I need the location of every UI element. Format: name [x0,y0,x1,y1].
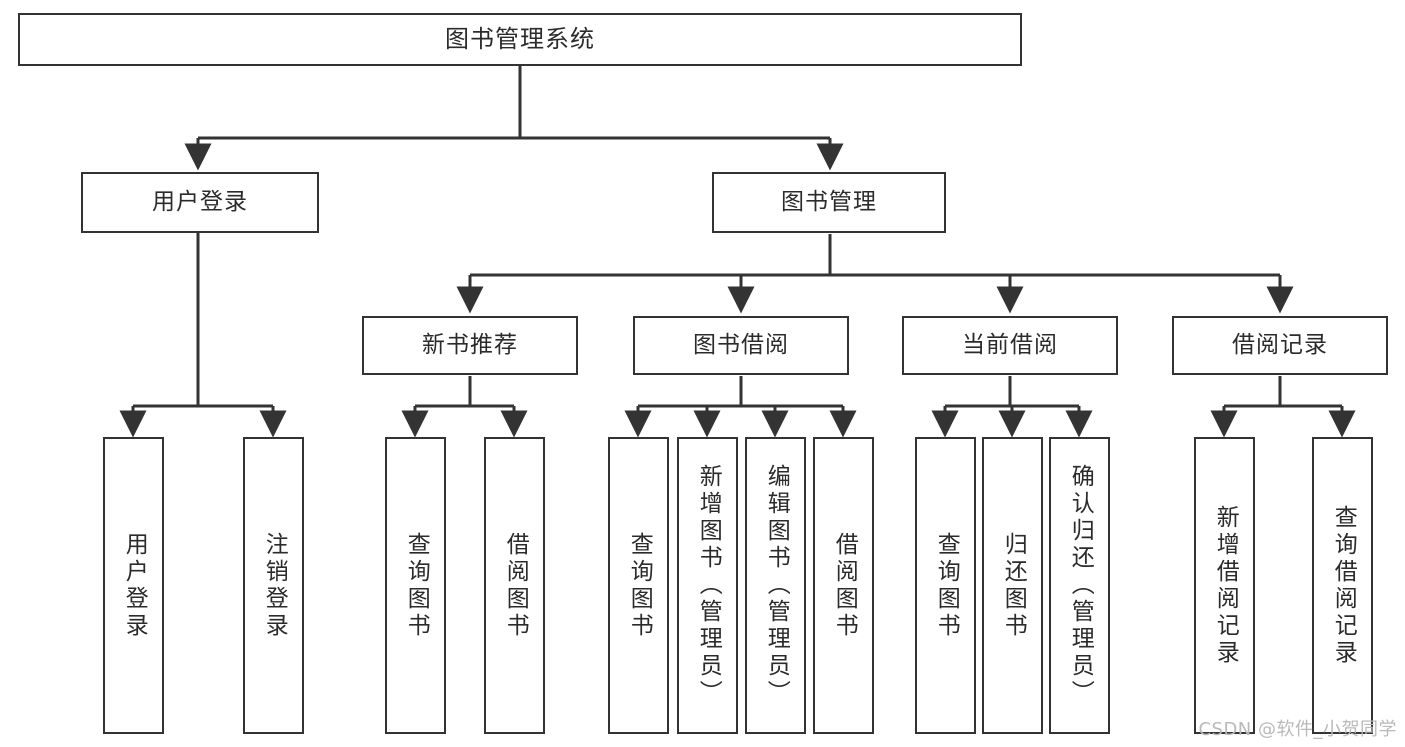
node-leaf-borrow-query-book-label: 查询图书 [626,531,653,640]
node-leaf-confirm-return-admin-label: 确认归还（管理员） [1067,464,1094,707]
node-leaf-logout-label: 注销登录 [261,531,288,640]
node-current-borrow-label: 当前借阅 [962,331,1058,358]
node-leaf-current-query-book[interactable]: 查询图书 [915,437,976,734]
node-leaf-edit-book-admin[interactable]: 编辑图书（管理员） [745,437,806,734]
node-leaf-newbook-query-book-label: 查询图书 [403,531,430,640]
node-leaf-query-borrow-record[interactable]: 查询借阅记录 [1312,437,1373,734]
node-leaf-logout[interactable]: 注销登录 [243,437,304,734]
node-leaf-current-query-book-label: 查询图书 [933,531,960,640]
node-leaf-user-login[interactable]: 用户登录 [103,437,164,734]
node-leaf-user-login-label: 用户登录 [121,531,148,640]
node-leaf-add-borrow-record[interactable]: 新增借阅记录 [1194,437,1255,734]
node-new-book-recommend[interactable]: 新书推荐 [362,316,578,375]
node-leaf-newbook-borrow-book[interactable]: 借阅图书 [484,437,545,734]
node-book-manage[interactable]: 图书管理 [712,172,946,233]
node-leaf-borrow-book[interactable]: 借阅图书 [813,437,874,734]
node-user-login[interactable]: 用户登录 [81,172,319,233]
node-book-borrow[interactable]: 图书借阅 [633,316,849,375]
node-leaf-edit-book-admin-label: 编辑图书（管理员） [763,464,790,707]
node-leaf-confirm-return-admin[interactable]: 确认归还（管理员） [1049,437,1110,734]
node-borrow-record[interactable]: 借阅记录 [1172,316,1388,375]
node-new-book-recommend-label: 新书推荐 [422,331,518,358]
node-user-login-label: 用户登录 [152,188,248,215]
node-root-system-label: 图书管理系统 [445,25,595,54]
node-leaf-add-borrow-record-label: 新增借阅记录 [1212,504,1239,667]
node-book-borrow-label: 图书借阅 [693,331,789,358]
node-current-borrow[interactable]: 当前借阅 [902,316,1118,375]
node-leaf-borrow-book-label: 借阅图书 [831,531,858,640]
node-leaf-add-book-admin[interactable]: 新增图书（管理员） [677,437,738,734]
node-leaf-return-book-label: 归还图书 [1000,531,1027,640]
node-leaf-add-book-admin-label: 新增图书（管理员） [695,464,722,707]
node-leaf-newbook-borrow-book-label: 借阅图书 [502,531,529,640]
node-borrow-record-label: 借阅记录 [1232,331,1328,358]
node-book-manage-label: 图书管理 [781,188,877,215]
node-leaf-borrow-query-book[interactable]: 查询图书 [608,437,669,734]
node-leaf-query-borrow-record-label: 查询借阅记录 [1330,504,1357,667]
node-root-system[interactable]: 图书管理系统 [18,13,1022,66]
node-leaf-return-book[interactable]: 归还图书 [982,437,1043,734]
node-leaf-newbook-query-book[interactable]: 查询图书 [385,437,446,734]
